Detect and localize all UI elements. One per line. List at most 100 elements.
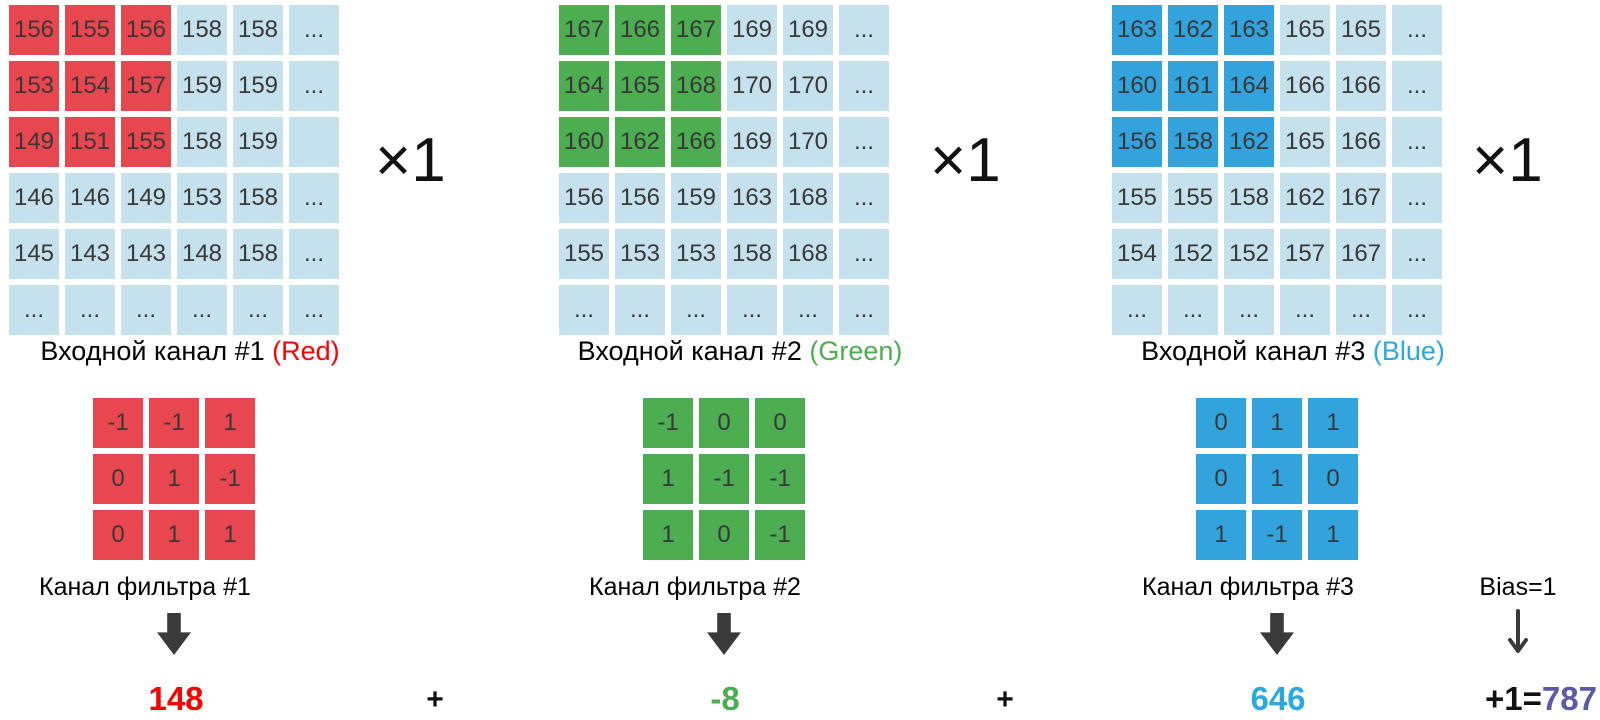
grid-cell: 169 <box>727 117 777 167</box>
grid-cell: 170 <box>783 117 833 167</box>
filter-cell: 0 <box>93 454 143 504</box>
grid-cell: 158 <box>177 117 227 167</box>
grid-cell: 145 <box>9 229 59 279</box>
grid-cell: 155 <box>559 229 609 279</box>
grid-cell: 156 <box>1112 117 1162 167</box>
grid-cell: ... <box>289 285 339 335</box>
grid-cell: 146 <box>9 173 59 223</box>
result-blue: 646 <box>1250 680 1306 717</box>
filter-cell: 1 <box>149 510 199 560</box>
grid-cell: ... <box>1336 285 1386 335</box>
filter-cell: 0 <box>755 398 805 448</box>
channel-color-word: (Blue) <box>1372 336 1445 366</box>
grid-cell: 168 <box>671 61 721 111</box>
grid-cell: ... <box>65 285 115 335</box>
grid-cell: ... <box>839 229 889 279</box>
grid-cell: 167 <box>671 5 721 55</box>
grid-cell: 165 <box>1280 5 1330 55</box>
filter-cell: 1 <box>205 510 255 560</box>
channel-caption-red: Входной канал #1 (Red) <box>40 336 339 367</box>
grid-cell: 149 <box>9 117 59 167</box>
grid-cell: 154 <box>1112 229 1162 279</box>
grid-cell: 154 <box>65 61 115 111</box>
grid-cell: 166 <box>1336 61 1386 111</box>
down-arrow-icon <box>1260 613 1294 655</box>
grid-cell: 165 <box>1336 5 1386 55</box>
grid-cell: 156 <box>9 5 59 55</box>
filter-cell: -1 <box>93 398 143 448</box>
grid-cell: ... <box>289 173 339 223</box>
filter-cell: 0 <box>699 510 749 560</box>
grid-cell: 159 <box>233 61 283 111</box>
filter-cell: 1 <box>643 510 693 560</box>
filter-cell: -1 <box>643 398 693 448</box>
grid-cell: 166 <box>1280 61 1330 111</box>
channel-color-word: (Red) <box>272 336 340 366</box>
filter-caption-2: Канал фильтра #2 <box>589 573 801 601</box>
grid-cell: 143 <box>121 229 171 279</box>
grid-cell: 163 <box>1224 5 1274 55</box>
grid-cell: 158 <box>1168 117 1218 167</box>
grid-cell: ... <box>1392 173 1442 223</box>
grid-cell: ... <box>1392 117 1442 167</box>
grid-cell: 163 <box>1112 5 1162 55</box>
filter-cell: -1 <box>699 454 749 504</box>
grid-cell: ... <box>559 285 609 335</box>
plus-sign: + <box>996 683 1014 716</box>
grid-cell: 160 <box>559 117 609 167</box>
grid-cell: ... <box>1224 285 1274 335</box>
filter-cell: -1 <box>149 398 199 448</box>
grid-cell: 158 <box>1224 173 1274 223</box>
grid-cell: ... <box>121 285 171 335</box>
grid-cell: 166 <box>671 117 721 167</box>
filter-caption-3: Канал фильтра #3 <box>1142 573 1354 601</box>
grid-cell: 170 <box>727 61 777 111</box>
grid-cell: 159 <box>671 173 721 223</box>
grid-cell: ... <box>177 285 227 335</box>
grid-cell: 158 <box>233 173 283 223</box>
grid-cell: ... <box>1392 61 1442 111</box>
result-red: 148 <box>148 680 204 717</box>
grid-cell: 156 <box>559 173 609 223</box>
grid-cell: ... <box>839 117 889 167</box>
filter-cell: 1 <box>1252 398 1302 448</box>
grid-cell: 158 <box>727 229 777 279</box>
grid-cell: 143 <box>65 229 115 279</box>
filter-cell: 0 <box>699 398 749 448</box>
grid-cell: 153 <box>177 173 227 223</box>
grid-cell: ... <box>615 285 665 335</box>
filter-cell: -1 <box>1252 510 1302 560</box>
grid-cell: 158 <box>233 5 283 55</box>
grid-cell: ... <box>783 285 833 335</box>
grid-cell: ... <box>1392 5 1442 55</box>
grid-cell: 162 <box>1280 173 1330 223</box>
filter-cell: 1 <box>643 454 693 504</box>
bias-label: Bias=1 <box>1479 573 1557 601</box>
grid-cell: 161 <box>1168 61 1218 111</box>
grid-cell: 148 <box>177 229 227 279</box>
grid-cell: 168 <box>783 173 833 223</box>
grid-cell: 153 <box>615 229 665 279</box>
grid-cell: 163 <box>727 173 777 223</box>
grid-cell: 155 <box>1112 173 1162 223</box>
grid-cell: 152 <box>1224 229 1274 279</box>
grid-cell: ... <box>1392 285 1442 335</box>
grid-cell: 165 <box>615 61 665 111</box>
filter-cell: 0 <box>1196 454 1246 504</box>
channel-caption-green: Входной канал #2 (Green) <box>578 336 903 367</box>
multiplier-label-3: ×1 <box>1472 126 1543 195</box>
plus-sign: + <box>426 683 444 716</box>
multiplier-label-1: ×1 <box>375 126 446 195</box>
grid-cell: 166 <box>615 5 665 55</box>
filter-cell: 1 <box>1196 510 1246 560</box>
grid-cell: 155 <box>121 117 171 167</box>
filter-cell: 1 <box>149 454 199 504</box>
result-green: -8 <box>710 680 740 717</box>
channel-caption-text: Входной канал #1 <box>40 336 273 366</box>
